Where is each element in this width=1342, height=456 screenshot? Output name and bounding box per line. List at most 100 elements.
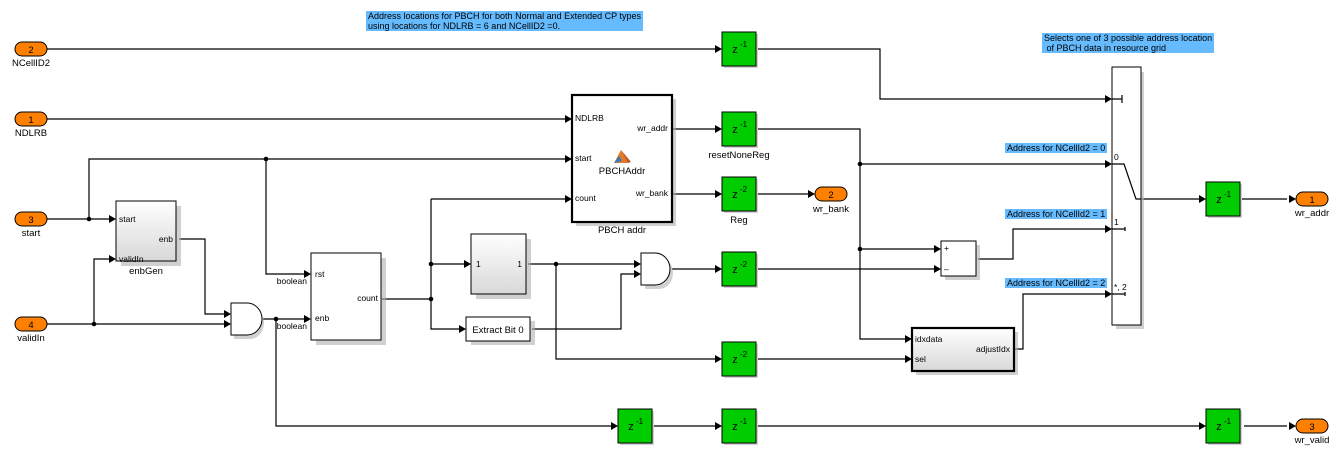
port-label-in: 1	[476, 259, 481, 269]
delay-block-ncell[interactable]: z-1	[721, 31, 758, 68]
delay-block-sel-delay[interactable]: z-2	[721, 341, 758, 378]
arrowhead	[905, 355, 912, 363]
wires	[47, 48, 1287, 427]
wire-validin-enbgen	[93, 258, 114, 324]
enbgen-block[interactable]: start enb validIn enbGen	[115, 200, 181, 277]
signal-type-label: boolean	[277, 321, 308, 331]
multiport-switch[interactable]: 0 1 *, 2	[1111, 66, 1144, 329]
annotation-selector: Selects one of 3 possible address locati…	[1042, 33, 1215, 53]
arrowhead	[934, 265, 941, 273]
outport-wr-bank[interactable]: 2 wr_bank	[812, 186, 849, 215]
port-label-enb: enb	[315, 313, 329, 323]
inport-start[interactable]: 3 start	[14, 211, 48, 239]
sign-minus: –	[944, 264, 949, 274]
port-label-start: start	[575, 153, 592, 163]
arrowhead	[109, 215, 116, 223]
port-label-ndlrb: NDLRB	[575, 113, 604, 123]
arrowhead	[459, 325, 466, 333]
port-label-idxdata: idxdata	[915, 334, 943, 344]
outport-wr-valid[interactable]: 3 wr_valid	[1294, 418, 1330, 446]
delay-block-out-addr[interactable]: z-1	[1205, 181, 1242, 218]
inport-ndlrb[interactable]: 1 NDLRB	[14, 111, 48, 139]
function-name: PBCHAddr	[599, 166, 645, 177]
delay-exponent: -1	[740, 120, 748, 129]
arrowhead	[715, 422, 722, 430]
port-number: 2	[28, 45, 33, 56]
arrowhead	[905, 335, 912, 343]
arrowhead	[304, 270, 311, 278]
wire-subsys-sel	[555, 264, 716, 360]
port-number: 2	[828, 190, 833, 201]
wire-adjust-switch2	[1015, 293, 1107, 350]
inport-ncellid2[interactable]: 2 NCellID2	[12, 41, 50, 69]
delay-block-valid1[interactable]: z-1	[617, 408, 654, 445]
port-label-sel: sel	[915, 354, 926, 364]
wire-reset-out	[758, 128, 906, 340]
extract-bit-block[interactable]: Extract Bit 0	[465, 316, 535, 345]
inport-validin[interactable]: 4 validIn	[14, 316, 48, 344]
delay-operator: z	[732, 354, 738, 366]
arrowhead	[1289, 195, 1296, 203]
delay-operator: z	[1216, 421, 1222, 433]
arrowhead	[565, 115, 572, 123]
counter-block[interactable]: rst count enb boolean boolean	[277, 252, 386, 345]
delay-block-valid2[interactable]: z-1	[721, 408, 758, 445]
arrowhead	[715, 190, 722, 198]
arrowhead	[1105, 290, 1112, 298]
port-label-wr-bank: wr_bank	[635, 188, 669, 198]
arrowhead	[1199, 422, 1206, 430]
annotation-addr0: Address for NCellId2 = 0	[1005, 143, 1108, 153]
port-label: NCellID2	[12, 58, 50, 69]
delay-exponent: -1	[1224, 417, 1232, 426]
and-gate-2[interactable]	[640, 252, 673, 289]
subsystem-block[interactable]: 1 1	[470, 233, 531, 299]
arrowhead	[565, 155, 572, 163]
switch-port-default: *, 2	[1114, 282, 1127, 292]
port-label-enb: enb	[159, 234, 173, 244]
arrowhead	[634, 260, 641, 268]
adjust-idx-block[interactable]: idxdata sel adjustIdx	[910, 326, 1018, 375]
outport-wr-addr[interactable]: 1 wr_addr	[1294, 191, 1329, 219]
and-gate-1[interactable]	[230, 302, 264, 339]
port-label: NDLRB	[15, 128, 47, 139]
arrowhead	[224, 320, 231, 328]
arrowhead	[715, 45, 722, 53]
delay-operator: z	[732, 124, 738, 136]
switch-port-0: 0	[1114, 152, 1119, 162]
block-label: Extract Bit 0	[472, 325, 523, 336]
delay-name: resetNoneReg	[708, 150, 769, 161]
port-label-out: 1	[517, 259, 522, 269]
arrowhead	[109, 255, 116, 263]
arrowhead	[304, 315, 311, 323]
delay-exponent: -2	[740, 260, 748, 269]
port-label: wr_addr	[1294, 208, 1329, 219]
annotation-addr2: Address for NCellId2 = 2	[1005, 278, 1108, 288]
arrowhead	[464, 260, 471, 268]
delay-operator: z	[732, 264, 738, 276]
arrowhead	[808, 190, 815, 198]
port-label: wr_valid	[1294, 435, 1330, 446]
wire-enb	[179, 238, 225, 315]
delay-block-and-delay[interactable]: z-2	[721, 251, 758, 288]
port-number: 1	[1309, 195, 1314, 206]
delay-exponent: -2	[740, 350, 748, 359]
port-label: wr_bank	[812, 204, 849, 215]
delay-operator: z	[628, 421, 634, 433]
sum-block[interactable]: + –	[940, 240, 980, 280]
arrowhead	[611, 422, 618, 430]
block-name: enbGen	[129, 266, 163, 277]
arrowhead	[1105, 225, 1112, 233]
arrowhead	[1105, 160, 1112, 168]
delay-block-valid3[interactable]: z-1	[1205, 408, 1242, 445]
port-label: validIn	[17, 333, 44, 344]
wire-ncell-delay-to-switch	[758, 48, 1107, 100]
delay-operator: z	[732, 189, 738, 201]
port-label-count: count	[575, 193, 596, 203]
wire-start-rst	[265, 159, 306, 275]
delay-block-reset[interactable]: z-1 resetNoneReg	[708, 111, 770, 161]
switch-port-1: 1	[1114, 217, 1119, 227]
port-number: 1	[28, 115, 33, 126]
pbch-addr-block[interactable]: NDLRB start count wr_addr wr_bank PBCHAd…	[570, 93, 676, 236]
port-number: 3	[28, 215, 33, 226]
